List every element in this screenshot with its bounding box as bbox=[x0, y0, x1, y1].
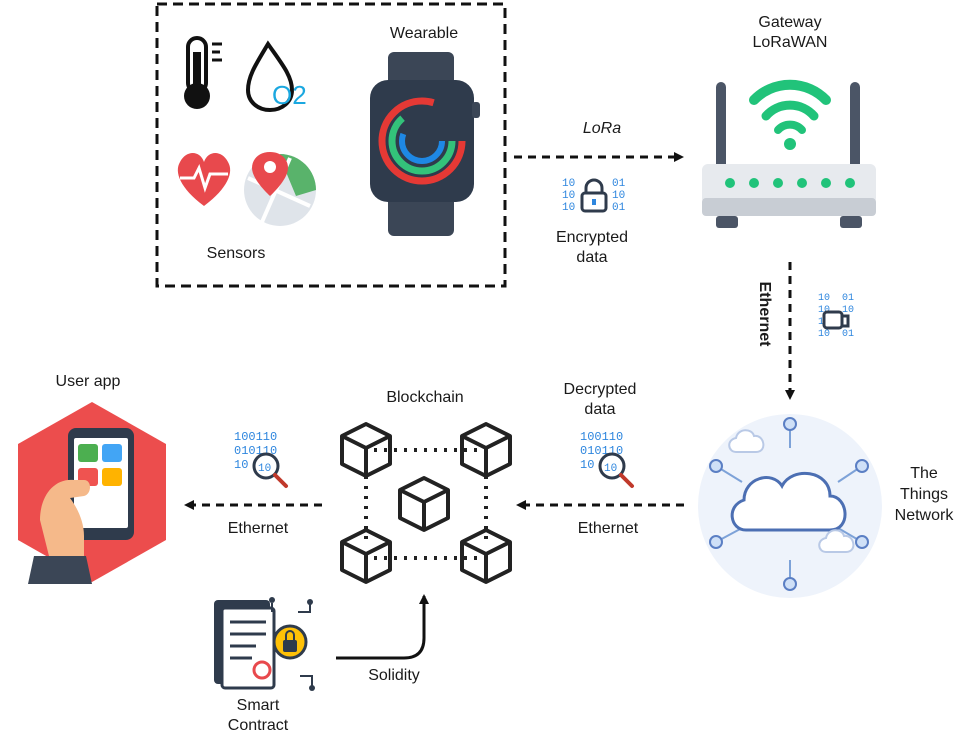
blockchain-cubes-icon bbox=[340, 422, 512, 584]
o2-label: O2 bbox=[272, 80, 307, 110]
svg-text:10: 10 bbox=[562, 178, 575, 190]
svg-text:100110: 100110 bbox=[580, 430, 623, 444]
cloud-network-icon bbox=[698, 414, 882, 598]
svg-text:01: 01 bbox=[842, 329, 854, 340]
ethernet-left-label: Ethernet bbox=[227, 520, 289, 537]
smartwatch-icon bbox=[370, 52, 480, 236]
svg-text:01: 01 bbox=[612, 178, 626, 190]
blockchain-label: Blockchain bbox=[386, 389, 464, 406]
encrypted-data-icon: 10 10 10 01 10 01 bbox=[562, 178, 626, 214]
heart-rate-icon bbox=[177, 153, 231, 206]
encrypted-data-label-2: data bbox=[576, 249, 608, 266]
gateway-lorawan-label: LoRaWAN bbox=[752, 34, 828, 51]
svg-text:10: 10 bbox=[818, 329, 830, 340]
gateway-router-icon bbox=[702, 79, 876, 228]
svg-text:10: 10 bbox=[562, 190, 575, 202]
smart-contract-icon bbox=[214, 597, 315, 691]
sensors-group-box bbox=[155, 2, 507, 288]
decrypted-data-label: Decrypted bbox=[563, 381, 637, 398]
svg-text:10: 10 bbox=[842, 305, 854, 316]
sensors-label: Sensors bbox=[206, 245, 266, 262]
ethernet-right-label: Ethernet bbox=[577, 520, 639, 537]
decrypted-data-label-2: data bbox=[584, 401, 616, 418]
wearable-label: Wearable bbox=[389, 25, 459, 42]
solidity-arrow bbox=[336, 594, 429, 660]
user-app-label: User app bbox=[55, 373, 121, 390]
svg-text:10: 10 bbox=[604, 463, 617, 475]
svg-text:100110: 100110 bbox=[234, 430, 277, 444]
encrypted-data-icon-2: 10 10 10 10 01 10 01 bbox=[818, 293, 854, 340]
encrypted-data-label: Encrypted bbox=[555, 229, 629, 246]
svg-text:10: 10 bbox=[818, 305, 830, 316]
svg-text:10: 10 bbox=[562, 202, 575, 214]
ttn-label-1: The bbox=[910, 465, 938, 482]
oxygen-drop-icon: O2 bbox=[245, 40, 307, 113]
svg-text:10: 10 bbox=[580, 458, 594, 472]
thermometer-icon bbox=[184, 36, 222, 109]
svg-text:10: 10 bbox=[258, 463, 271, 475]
svg-text:10: 10 bbox=[234, 458, 248, 472]
gateway-label: Gateway bbox=[758, 14, 822, 31]
user-app-phone-icon bbox=[18, 402, 166, 584]
ttn-label-3: Network bbox=[894, 507, 954, 524]
data-search-icon-2: 100110 010110 10 10 bbox=[234, 430, 288, 488]
svg-text:10: 10 bbox=[612, 190, 625, 202]
ttn-label-2: Things bbox=[899, 486, 949, 503]
ethernet-vertical-label: Ethernet bbox=[756, 281, 773, 347]
data-search-icon: 100110 010110 10 10 bbox=[580, 430, 634, 488]
svg-text:10: 10 bbox=[818, 293, 830, 304]
svg-text:01: 01 bbox=[612, 202, 626, 214]
smart-contract-label: Smart bbox=[236, 697, 280, 714]
lora-label: LoRa bbox=[582, 120, 622, 137]
solidity-label: Solidity bbox=[368, 667, 420, 684]
svg-text:01: 01 bbox=[842, 293, 854, 304]
smart-contract-label-2: Contract bbox=[227, 717, 289, 734]
map-location-icon bbox=[244, 152, 316, 226]
